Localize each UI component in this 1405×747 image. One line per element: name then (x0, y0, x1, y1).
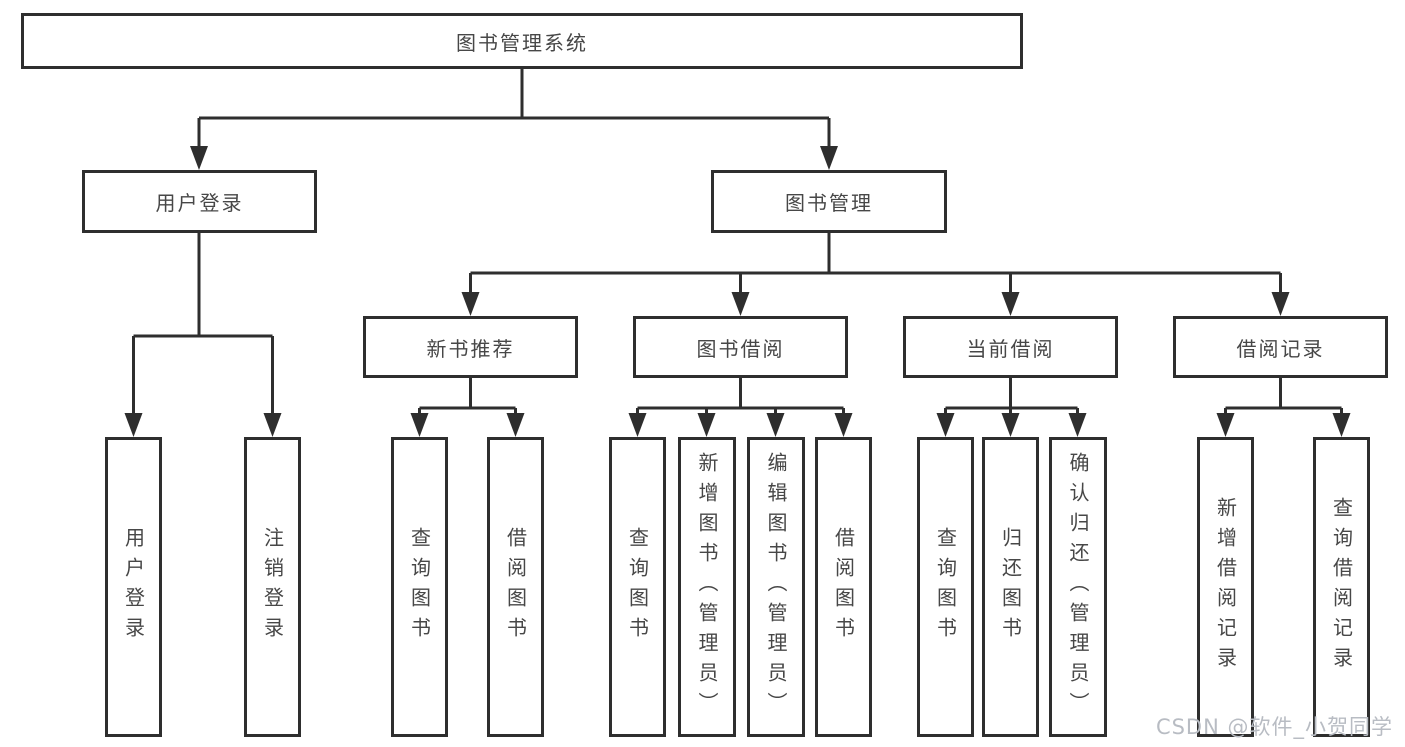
leaf-current-query-books-label: 查询图书 (933, 527, 958, 647)
leaf-add-borrow-record-label: 新增借阅记录 (1213, 497, 1238, 677)
node-book-borrow-label: 图书借阅 (696, 336, 785, 361)
leaf-user-login-label: 用户登录 (121, 527, 146, 647)
leaf-query-borrow-record: 查询借阅记录 (1313, 437, 1370, 737)
leaf-add-books-admin: 新增图书（管理员） (678, 437, 736, 737)
csdn-watermark: CSDN @软件_小贺同学 (1155, 715, 1393, 739)
leaf-add-borrow-record: 新增借阅记录 (1197, 437, 1254, 737)
leaf-rec-borrow-books: 借阅图书 (487, 437, 544, 737)
node-root-label: 图书管理系统 (456, 30, 588, 55)
leaf-logout: 注销登录 (244, 437, 301, 737)
node-book-borrow: 图书借阅 (633, 316, 848, 378)
leaf-return-books: 归还图书 (982, 437, 1039, 737)
leaf-borrow-query-books: 查询图书 (609, 437, 666, 737)
node-user-login: 用户登录 (82, 170, 317, 233)
leaf-logout-label: 注销登录 (260, 527, 285, 647)
leaf-edit-books-admin-label: 编辑图书（管理员） (764, 452, 788, 722)
leaf-confirm-return-admin-label: 确认归还（管理员） (1066, 452, 1090, 722)
node-user-login-label: 用户登录 (155, 191, 244, 215)
node-current-borrow: 当前借阅 (903, 316, 1118, 378)
leaf-confirm-return-admin: 确认归还（管理员） (1049, 437, 1107, 737)
node-new-book-recommend-label: 新书推荐 (426, 336, 515, 361)
leaf-query-borrow-record-label: 查询借阅记录 (1329, 497, 1354, 677)
node-new-book-recommend: 新书推荐 (363, 316, 578, 378)
node-borrow-records: 借阅记录 (1173, 316, 1388, 378)
leaf-borrow-query-books-label: 查询图书 (625, 527, 650, 647)
leaf-rec-query-books: 查询图书 (391, 437, 448, 737)
leaf-borrow-books: 借阅图书 (815, 437, 872, 737)
leaf-borrow-books-label: 借阅图书 (831, 527, 856, 647)
leaf-return-books-label: 归还图书 (998, 527, 1023, 647)
node-borrow-records-label: 借阅记录 (1236, 336, 1325, 361)
node-book-management-label: 图书管理 (785, 191, 873, 215)
leaf-rec-query-books-label: 查询图书 (407, 527, 432, 647)
leaf-rec-borrow-books-label: 借阅图书 (503, 527, 528, 647)
leaf-edit-books-admin: 编辑图书（管理员） (747, 437, 805, 737)
node-root-system: 图书管理系统 (21, 13, 1023, 69)
leaf-current-query-books: 查询图书 (917, 437, 974, 737)
leaf-user-login: 用户登录 (105, 437, 162, 737)
node-current-borrow-label: 当前借阅 (966, 336, 1055, 361)
leaf-add-books-admin-label: 新增图书（管理员） (695, 452, 719, 722)
node-book-management: 图书管理 (711, 170, 947, 233)
